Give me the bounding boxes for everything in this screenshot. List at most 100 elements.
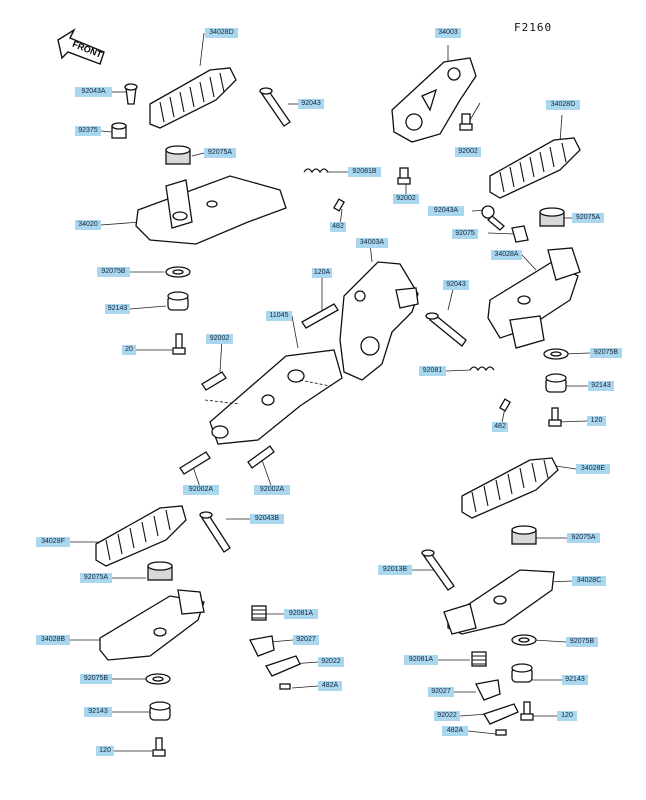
footpeg-rubber-34028d-right	[489, 137, 581, 199]
label-20: 20	[122, 345, 136, 355]
bolt-120-right	[520, 701, 534, 721]
footpeg-pin-92013b	[421, 549, 455, 591]
label-92075a-lower: 92075A	[80, 573, 112, 583]
footpeg-bracket-34028c	[443, 569, 555, 635]
washer-92075	[511, 225, 529, 243]
pin-92043a-right	[481, 205, 505, 231]
label-92075b-1: 92075B	[97, 267, 130, 277]
plate-92022-right	[483, 703, 519, 725]
bracket-34003a	[339, 261, 419, 381]
bracket-34003	[391, 57, 477, 143]
label-92081a-right: 92081A	[404, 655, 438, 665]
label-92081a-left: 92081A	[284, 609, 318, 619]
label-92043: 92043	[298, 99, 324, 109]
label-34028b: 34028B	[36, 635, 70, 645]
label-34003: 34003	[435, 28, 461, 38]
label-92081b: 92081B	[348, 167, 381, 177]
label-34028d: 34028D	[205, 28, 238, 38]
label-92075b-2: 92075B	[590, 348, 622, 358]
plate-92022-left	[265, 655, 301, 677]
label-120a: 120A	[312, 268, 332, 278]
bolt-92002-frame	[201, 371, 227, 391]
label-482a-left: 482A	[318, 681, 342, 691]
bolt-120-lower	[152, 737, 166, 757]
label-92075b-lower: 92075B	[80, 674, 112, 684]
damper-92075a-4	[511, 525, 537, 545]
label-34028f: 34028F	[36, 537, 70, 547]
label-92002-frame: 92002	[206, 334, 233, 344]
label-482-top: 482	[330, 222, 346, 232]
label-120-mid: 120	[587, 416, 606, 426]
frame-bracket	[204, 349, 343, 445]
washer-92075b-4	[511, 634, 537, 646]
footpeg-rubber-34028e	[461, 457, 559, 519]
label-92013b: 92013B	[378, 565, 412, 575]
label-92143-right-lower: 92143	[562, 675, 588, 685]
footpeg-bracket-34028a	[487, 247, 581, 349]
label-92075b-right-lower: 92075B	[566, 637, 598, 647]
washer-92075b-1	[165, 266, 191, 278]
bolt-120	[548, 407, 562, 427]
spring-92081a-right	[471, 651, 487, 667]
washer-92075b-3	[145, 673, 171, 685]
label-34003a: 34003A	[356, 238, 388, 248]
footpeg-rubber-34028d-left	[149, 67, 237, 129]
label-11045: 11045	[266, 311, 292, 321]
label-92043b: 92043B	[250, 514, 284, 524]
label-92075a-right: 92075A	[572, 213, 604, 223]
label-92143-2: 92143	[588, 381, 614, 391]
label-34020: 34020	[75, 220, 101, 230]
spring-92081b	[303, 168, 329, 174]
label-92075a-right-lower: 92075A	[567, 533, 600, 543]
label-92081: 92081	[419, 366, 446, 376]
pin-482a-left	[279, 683, 291, 690]
pin-482-top	[333, 198, 345, 212]
pin-482-mid	[499, 398, 511, 412]
detent-92027-left	[249, 635, 275, 657]
front-arrow-icon: FRONT	[57, 28, 105, 65]
label-120-right-lower: 120	[557, 711, 577, 721]
footpeg-bracket-34028b	[99, 589, 205, 661]
detent-92027-right	[475, 679, 501, 701]
footpeg-pin-92043b	[199, 511, 231, 553]
bolt-120a	[301, 303, 339, 329]
label-92002a-left: 92002A	[183, 485, 219, 495]
footpeg-bracket-34020	[135, 175, 287, 245]
damper-92075a-1	[165, 145, 191, 165]
bolt-20	[172, 333, 186, 355]
footpeg-pin-92043-right	[425, 312, 467, 347]
label-92075: 92075	[452, 229, 478, 239]
label-92375: 92375	[75, 126, 101, 136]
bolt-92002a-left	[179, 451, 211, 475]
label-482-mid: 482	[492, 422, 508, 432]
label-120-lower: 120	[96, 746, 114, 756]
label-92002-mid: 92002	[393, 194, 419, 204]
label-92143-1: 92143	[105, 304, 130, 314]
label-92143-lower: 92143	[84, 707, 112, 717]
spacer-92143-4	[511, 663, 533, 683]
label-92075a: 92075A	[204, 148, 236, 158]
damper-92075a-2	[539, 207, 565, 227]
bolt-92002-top	[459, 113, 473, 131]
label-92027-right: 92027	[428, 687, 454, 697]
label-92022-right: 92022	[434, 711, 460, 721]
label-34028a: 34028A	[491, 250, 522, 260]
collar-92375	[111, 122, 127, 139]
label-92022-left: 92022	[318, 657, 344, 667]
spring-92081a-left	[251, 605, 267, 621]
label-92043a-right: 92043A	[428, 206, 464, 216]
label-92027-left: 92027	[293, 635, 319, 645]
label-92043-right: 92043	[443, 280, 469, 290]
label-482a-right: 482A	[442, 726, 468, 736]
pin-92043a	[124, 83, 138, 105]
bolt-92002a-right	[247, 445, 275, 469]
washer-92075b-2	[543, 348, 569, 360]
spring-92081	[469, 366, 495, 372]
damper-92075a-3	[147, 561, 173, 581]
leader-lines	[70, 32, 591, 752]
label-92043a: 92043A	[75, 87, 112, 97]
footpeg-pin-92043	[259, 87, 291, 127]
label-92002-top: 92002	[455, 147, 481, 157]
